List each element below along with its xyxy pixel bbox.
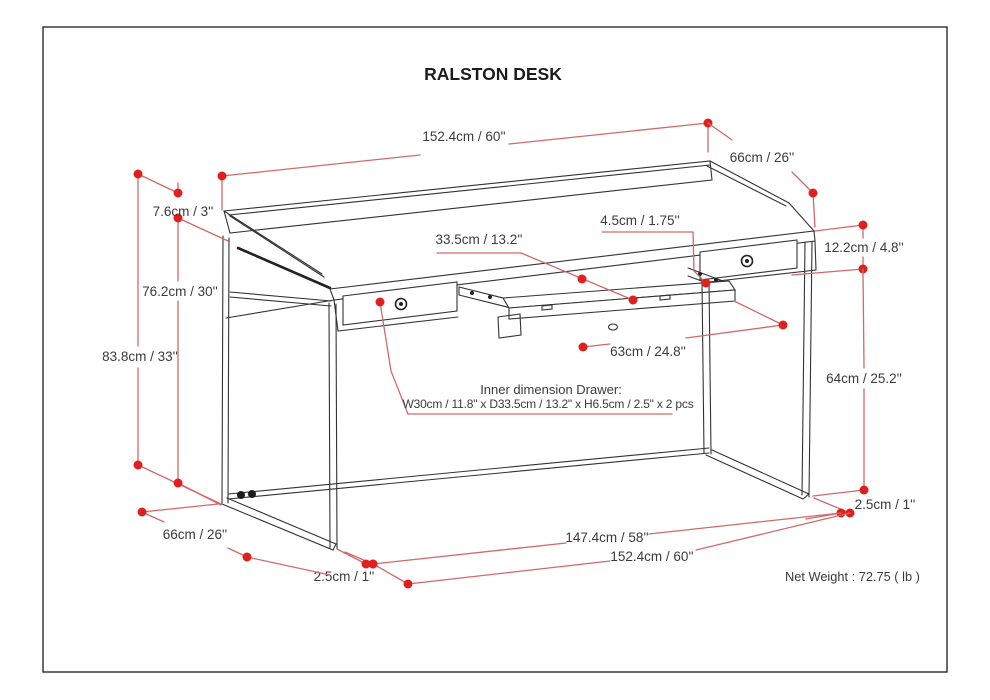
left-drawer-knob	[394, 297, 408, 311]
dim-frame-thickness-left: 2.5cm / 1''	[314, 548, 378, 584]
dim-total-height: 83.8cm / 33''	[102, 169, 222, 505]
dim-desktop-height: 7.6cm / 3'' 76.2cm / 30''	[142, 182, 229, 506]
dim-top-width: 152.4cm / 60''	[217, 118, 713, 211]
dim-bottom-depth: 66cm / 26''	[137, 503, 331, 576]
dim-label-frame-thickness-left: 2.5cm / 1''	[314, 569, 375, 584]
desk-legs	[221, 235, 813, 550]
dim-label-clearance-height: 64cm / 25.2''	[826, 371, 902, 386]
caster	[248, 490, 256, 498]
drawer-note: Inner dimension Drawer: W30cm / 11.8" x …	[375, 297, 694, 415]
dim-apron-height: 12.2cm / 4.8''	[791, 220, 904, 276]
dim-tray-depth: 33.5cm / 13.2''	[436, 232, 638, 305]
dim-label-tray-front-height: 4.5cm / 1.75''	[600, 213, 679, 228]
dim-label-top-width: 152.4cm / 60''	[422, 129, 505, 144]
desk-top	[225, 230, 817, 332]
right-drawer	[699, 239, 798, 281]
dim-label-apron-height: 12.2cm / 4.8''	[824, 240, 903, 255]
caster	[237, 491, 245, 499]
dim-tray-front-height: 4.5cm / 1.75''	[600, 213, 711, 288]
page-title: RALSTON DESK	[424, 64, 562, 84]
dim-label-desktop-height: 76.2cm / 30''	[142, 284, 218, 299]
dim-label-total-height: 83.8cm / 33''	[102, 349, 178, 364]
diagram-border	[42, 26, 948, 673]
dim-bottom-width: 152.4cm / 60''	[374, 512, 851, 589]
dimension-lines: 83.8cm / 33'' 7.6cm / 3'' 76.2cm / 30'' …	[102, 118, 916, 589]
dim-tray-width: 63cm / 24.8''	[578, 300, 788, 359]
dim-label-top-depth: 66cm / 26''	[730, 150, 794, 165]
dim-label-tray-depth: 33.5cm / 13.2''	[436, 232, 523, 247]
left-drawer	[342, 281, 458, 326]
dim-label-bottom-depth: 66cm / 26''	[163, 527, 227, 542]
dim-label-inner-width: 147.4cm / 58''	[565, 530, 648, 545]
desk-backsplash	[223, 160, 815, 290]
dim-clearance-height: 64cm / 25.2''	[812, 268, 902, 497]
dim-label-backsplash-height: 7.6cm / 3''	[153, 204, 214, 219]
dim-label-tray-width: 63cm / 24.8''	[610, 344, 686, 359]
dim-label-frame-thickness-right: 2.5cm / 1''	[855, 497, 916, 512]
net-weight-label: Net Weight : 72.75 ( lb )	[785, 569, 920, 584]
drawer-note-line2: W30cm / 11.8" x D33.5cm / 13.2" x H6.5cm…	[402, 397, 693, 411]
right-drawer-knob	[740, 254, 754, 268]
desk-base	[221, 447, 810, 551]
drawer-note-line1: Inner dimension Drawer:	[480, 382, 622, 397]
dim-label-bottom-width: 152.4cm / 60''	[610, 549, 693, 564]
dim-top-depth: 66cm / 26''	[707, 122, 818, 228]
